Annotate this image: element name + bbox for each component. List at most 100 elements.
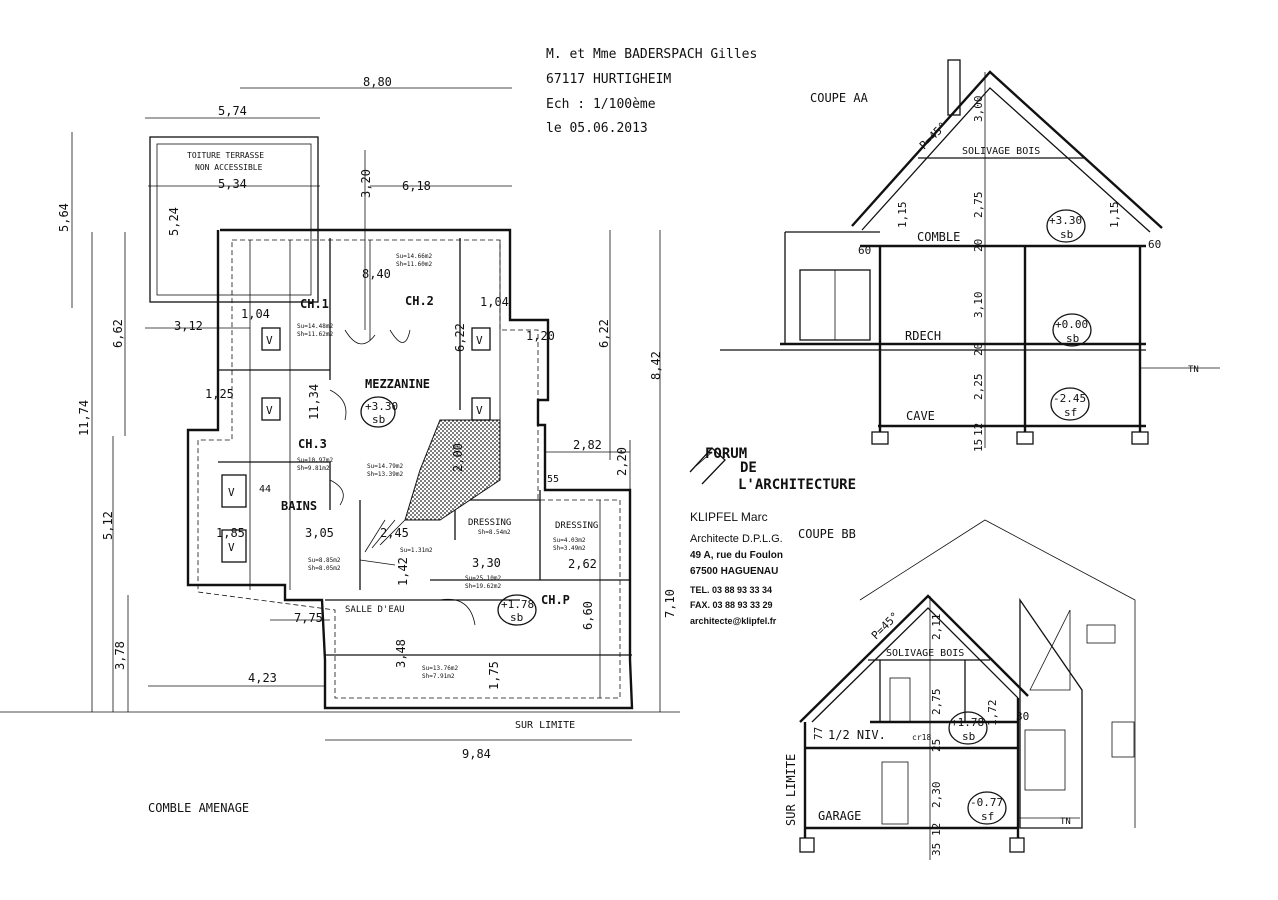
plan-areas-a4b-label: Sh=13.39m2 — [367, 471, 404, 478]
plan-dims-d175-label: 1,75 — [487, 661, 501, 690]
plan-dims-d104b-label: 1,04 — [480, 295, 509, 309]
plan-areas-a10-label: Su=1.31m2 — [400, 547, 433, 554]
plan-dims-d282-label: 2,82 — [573, 438, 602, 452]
section-bb-title: COUPE BB — [798, 527, 856, 541]
svg-text:V: V — [228, 486, 235, 499]
plan-dims-d564-label: 5,64 — [57, 203, 71, 232]
plan-dims-d534-label: 5,34 — [218, 177, 247, 191]
plan-areas-a3-label: Su=10.97m2 — [297, 457, 334, 464]
section-aa-pitch-label: P=45° — [917, 120, 950, 153]
section-aa-comble-label: COMBLE — [917, 230, 960, 244]
section-aa-rdech-label: RDECH — [905, 329, 941, 343]
logo-line-3: L'ARCHITECTURE — [738, 477, 856, 493]
stair-void — [404, 419, 501, 521]
room-mezzanine: MEZZANINE — [365, 377, 430, 391]
plan-dims-d1174-label: 11,74 — [77, 400, 91, 436]
svg-text:V: V — [266, 404, 273, 417]
plan-areas-a2b-label: Sh=11.62m2 — [297, 331, 334, 338]
plan-areas-a7b-label: Sh=7.91m2 — [422, 673, 455, 680]
level-marker-mezzanine — [360, 396, 396, 428]
plan-dims-d880-label: 8,80 — [363, 75, 392, 89]
section-aa-lvl1-label: +3.30 — [1049, 214, 1082, 227]
logo-line-1: FORUM — [705, 446, 747, 462]
section-aa-lvl1-tag-label: sb — [1060, 228, 1073, 241]
section-aa-lvl3-label: -2.45 — [1053, 392, 1086, 405]
plan-dims-d660-label: 6,60 — [581, 601, 595, 630]
svg-text:V: V — [476, 334, 483, 347]
drawing-scale: Ech : 1/100ème — [546, 97, 656, 112]
architect-tel: TEL. 03 88 93 33 34 — [690, 585, 772, 595]
plan-areas-a1-label: Su=14.66m2 — [396, 253, 433, 260]
section-aa-lvl3-tag-label: sf — [1064, 406, 1077, 419]
plan-sur-limite: SUR LIMITE — [515, 720, 575, 731]
svg-text:V: V — [476, 404, 483, 417]
plan-areas-a6-label: Su=25.10m2 — [465, 575, 502, 582]
section-aa: COUPE AA P=45° SOLIVAGE BOIS COMBLE RDEC… — [720, 59, 1220, 452]
level-marker-chp — [497, 594, 537, 626]
plan-levels-chp-tag-label: sb — [510, 611, 523, 624]
plan-areas-a6b-label: Sh=19.62m2 — [465, 583, 502, 590]
plan-areas-a3b-label: Sh=9.81m2 — [297, 465, 330, 472]
section-aa-dims-d60a-label: 60 — [858, 244, 871, 257]
plan-dims-d44-label: 44 — [259, 484, 271, 495]
plan-dims-d1134-label: 11,34 — [307, 384, 321, 420]
plan-areas-a1b-label: Sh=11.60m2 — [396, 261, 433, 268]
svg-text:V: V — [266, 334, 273, 347]
roof-terrace-outline — [149, 136, 319, 303]
plan-areas-a4-label: Su=14.79m2 — [367, 463, 404, 470]
plan-dims-d378-label: 3,78 — [113, 641, 127, 670]
plan-caption: COMBLE AMENAGE — [148, 801, 249, 815]
section-aa-dims-d20a-label: 20 — [972, 239, 985, 252]
plan-dims-d662-label: 6,62 — [111, 319, 125, 348]
plan-areas-a8-label: Sh=8.54m2 — [478, 529, 511, 536]
svg-text:V: V — [228, 541, 235, 554]
logo-line-2: DE — [740, 460, 757, 476]
section-aa-dims-d15-label: 15 — [972, 439, 985, 452]
section-bb-dims-d230-label: 2,30 — [930, 782, 943, 809]
client-address: 67117 HURTIGHEIM — [546, 72, 671, 87]
room-ch1: CH.1 — [300, 297, 329, 311]
plan-dims-d104a-label: 1,04 — [241, 307, 270, 321]
section-bb-lvl1-label: +1.78 — [951, 716, 984, 729]
plan-dims-d312-label: 3,12 — [174, 319, 203, 333]
section-aa-dims-d115a-label: 1,15 — [896, 202, 909, 229]
plan-dims-d423-label: 4,23 — [248, 671, 277, 685]
section-aa-cave-label: CAVE — [906, 409, 935, 423]
plan-areas-a2-label: Su=14.48m2 — [297, 323, 334, 330]
plan-dims-d574-label: 5,74 — [218, 104, 247, 118]
architect-contact: KLIPFEL Marc Architecte D.P.L.G. 49 A, r… — [690, 510, 783, 626]
plan-dims-d330-label: 3,30 — [472, 556, 501, 570]
section-bb-dims-d211-label: 2,11 — [930, 614, 943, 641]
plan-areas-a5-label: Su=8.85m2 — [308, 557, 341, 564]
floor-plan: V V V V V V CH.1 CH.2 MEZZANINE CH.3 BAI… — [0, 75, 680, 815]
section-bb-half-label: 1/2 NIV. — [828, 728, 886, 742]
plan-dims-d245-label: 2,45 — [380, 526, 409, 540]
plan-dims-d512-label: 5,12 — [101, 511, 115, 540]
room-ch3: CH.3 — [298, 437, 327, 451]
plan-levels-mezz-tag-label: sb — [372, 413, 385, 426]
section-aa-dims-d225-label: 2,25 — [972, 374, 985, 401]
section-bb-dims-d30-label: 30 — [1016, 710, 1029, 723]
roof-terrace-label-2: NON ACCESSIBLE — [195, 163, 263, 172]
roof-terrace-label-1: TOITURE TERRASSE — [187, 151, 264, 160]
plan-dims-d185-label: 1,85 — [216, 526, 245, 540]
plan-areas-a5b-label: Sh=8.05m2 — [308, 565, 341, 572]
architect-title: Architecte D.P.L.G. — [690, 533, 783, 545]
plan-levels-mezz-value-label: +3.30 — [365, 400, 398, 413]
section-aa-tn-label: TN — [1188, 365, 1199, 375]
plan-dims-d305-label: 3,05 — [305, 526, 334, 540]
room-dressing-2: DRESSING — [555, 521, 598, 531]
section-bb-lvl2-label: -0.77 — [970, 796, 1003, 809]
architect-logo: FORUM DE L'ARCHITECTURE — [689, 446, 856, 493]
plan-areas-a9-label: Su=4.03m2 — [553, 537, 586, 544]
exterior-wall — [186, 228, 634, 710]
room-bains: BAINS — [281, 499, 317, 513]
plan-dims-d840-label: 8,40 — [362, 267, 391, 281]
plan-dims-d984-label: 9,84 — [462, 747, 491, 761]
architect-name: KLIPFEL Marc — [690, 510, 768, 524]
plan-areas-a9b-label: Sh=3.49m2 — [553, 545, 586, 552]
section-bb-garage-label: GARAGE — [818, 809, 861, 823]
section-aa-dims-d275-label: 2,75 — [972, 192, 985, 219]
plan-dims-d262-label: 2,62 — [568, 557, 597, 571]
